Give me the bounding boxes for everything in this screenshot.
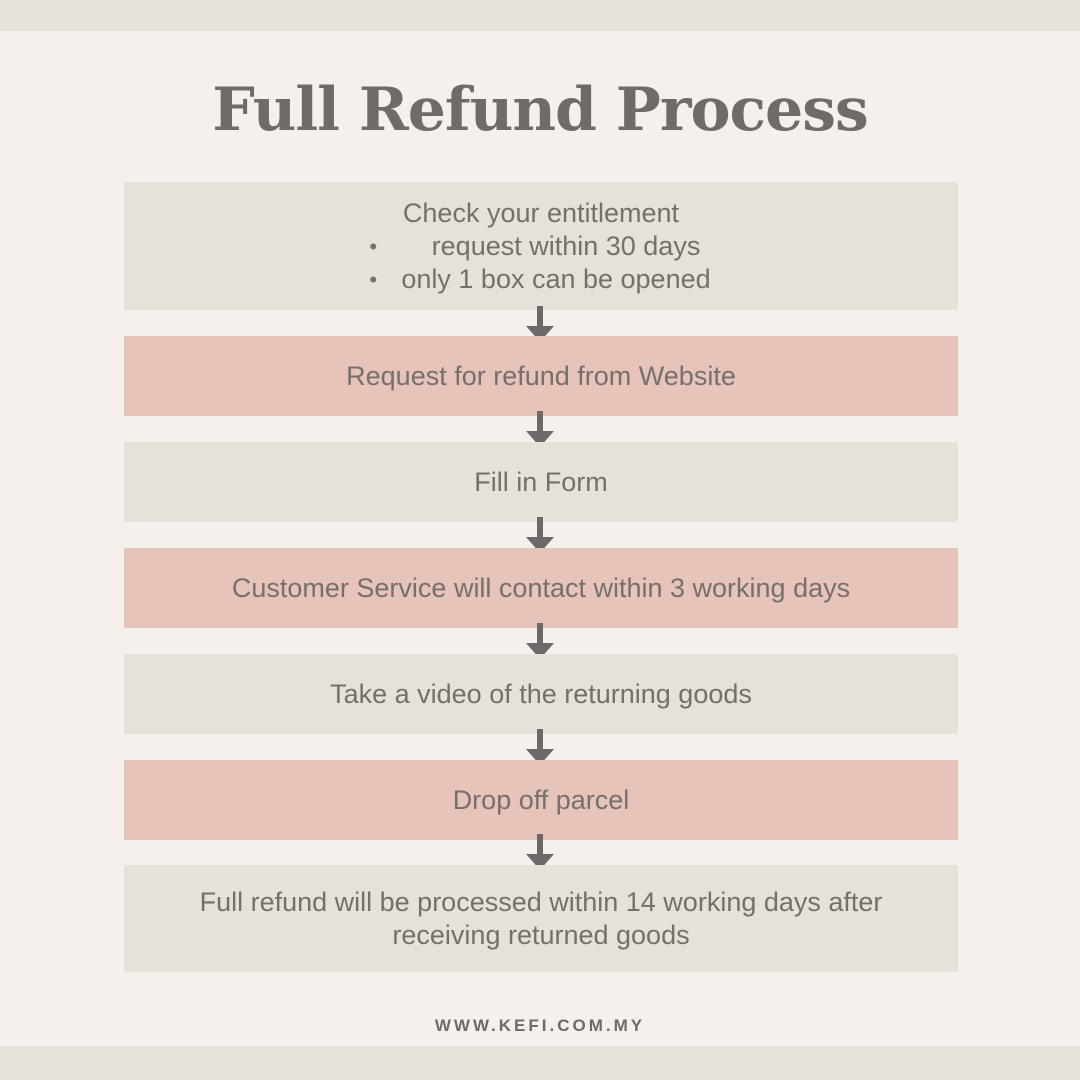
bullet-text: request within 30 days xyxy=(431,230,701,261)
step-text: Request for refund from Website xyxy=(346,360,736,391)
step-check-entitlement: Check your entitlement • request within … xyxy=(124,182,958,310)
step-text: Take a video of the returning goods xyxy=(330,678,752,709)
step-drop-off-parcel: Drop off parcel xyxy=(124,760,958,840)
step-text: Full refund will be processed within 14 … xyxy=(199,886,883,950)
step-take-video: Take a video of the returning goods xyxy=(124,654,958,734)
step-text: Drop off parcel xyxy=(452,784,630,815)
bullet-icon: • xyxy=(369,233,378,259)
step-full-refund: Full refund will be processed within 14 … xyxy=(124,865,958,972)
bullet-list: • request within 30 days • only 1 box ca… xyxy=(369,230,711,296)
bottom-band xyxy=(0,1046,1080,1080)
step-text: Customer Service will contact within 3 w… xyxy=(231,572,851,603)
page-title: Full Refund Process xyxy=(212,75,869,145)
step-heading: Check your entitlement xyxy=(402,197,680,228)
step-customer-service: Customer Service will contact within 3 w… xyxy=(124,548,958,628)
website-url: WWW.KEFI.COM.MY xyxy=(434,1016,646,1035)
bullet-text: only 1 box can be opened xyxy=(401,263,711,294)
list-item: • request within 30 days xyxy=(369,230,710,263)
bullet-icon: • xyxy=(369,266,378,292)
step-request-refund: Request for refund from Website xyxy=(124,336,958,416)
list-item: • only 1 box can be opened xyxy=(369,263,711,296)
step-fill-form: Fill in Form xyxy=(124,442,958,522)
step-text: Fill in Form xyxy=(474,466,608,497)
top-band xyxy=(0,0,1080,31)
